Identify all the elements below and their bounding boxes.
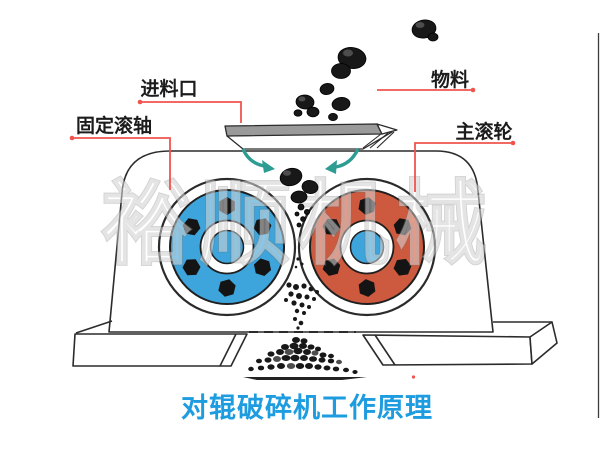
material-lumps-gap bbox=[279, 167, 319, 228]
callout-line-fixed-roller bbox=[72, 137, 171, 190]
callout-line-main-roller bbox=[414, 142, 513, 192]
watermark-text: 裕顺机械 bbox=[101, 174, 493, 276]
label-main-roller: 主滚轮 bbox=[455, 120, 512, 143]
hopper-hatch-lines bbox=[362, 131, 395, 149]
label-material: 物料 bbox=[431, 68, 469, 91]
crushed-pile bbox=[243, 337, 367, 380]
label-fixed-roller: 固定滚轴 bbox=[76, 114, 152, 137]
label-feed-inlet: 进料口 bbox=[140, 77, 197, 100]
feed-hopper bbox=[224, 123, 398, 150]
diagram-title: 对辊破碎机工作原理 bbox=[181, 392, 433, 423]
feed-arrows bbox=[241, 148, 360, 174]
arrow-head-left bbox=[262, 160, 275, 173]
arrow-head-right bbox=[325, 160, 337, 174]
callout-line-feed-inlet bbox=[140, 101, 242, 123]
main-roller-red bbox=[297, 177, 437, 317]
callout-lines bbox=[69, 87, 516, 192]
crushed-stream bbox=[284, 257, 319, 330]
base-left-slab bbox=[72, 320, 248, 367]
ground-line bbox=[243, 377, 367, 380]
material-lumps-top bbox=[293, 19, 439, 122]
red-speck bbox=[411, 375, 416, 379]
fixed-roller-blue bbox=[157, 177, 297, 317]
base-right-slab bbox=[362, 321, 558, 366]
